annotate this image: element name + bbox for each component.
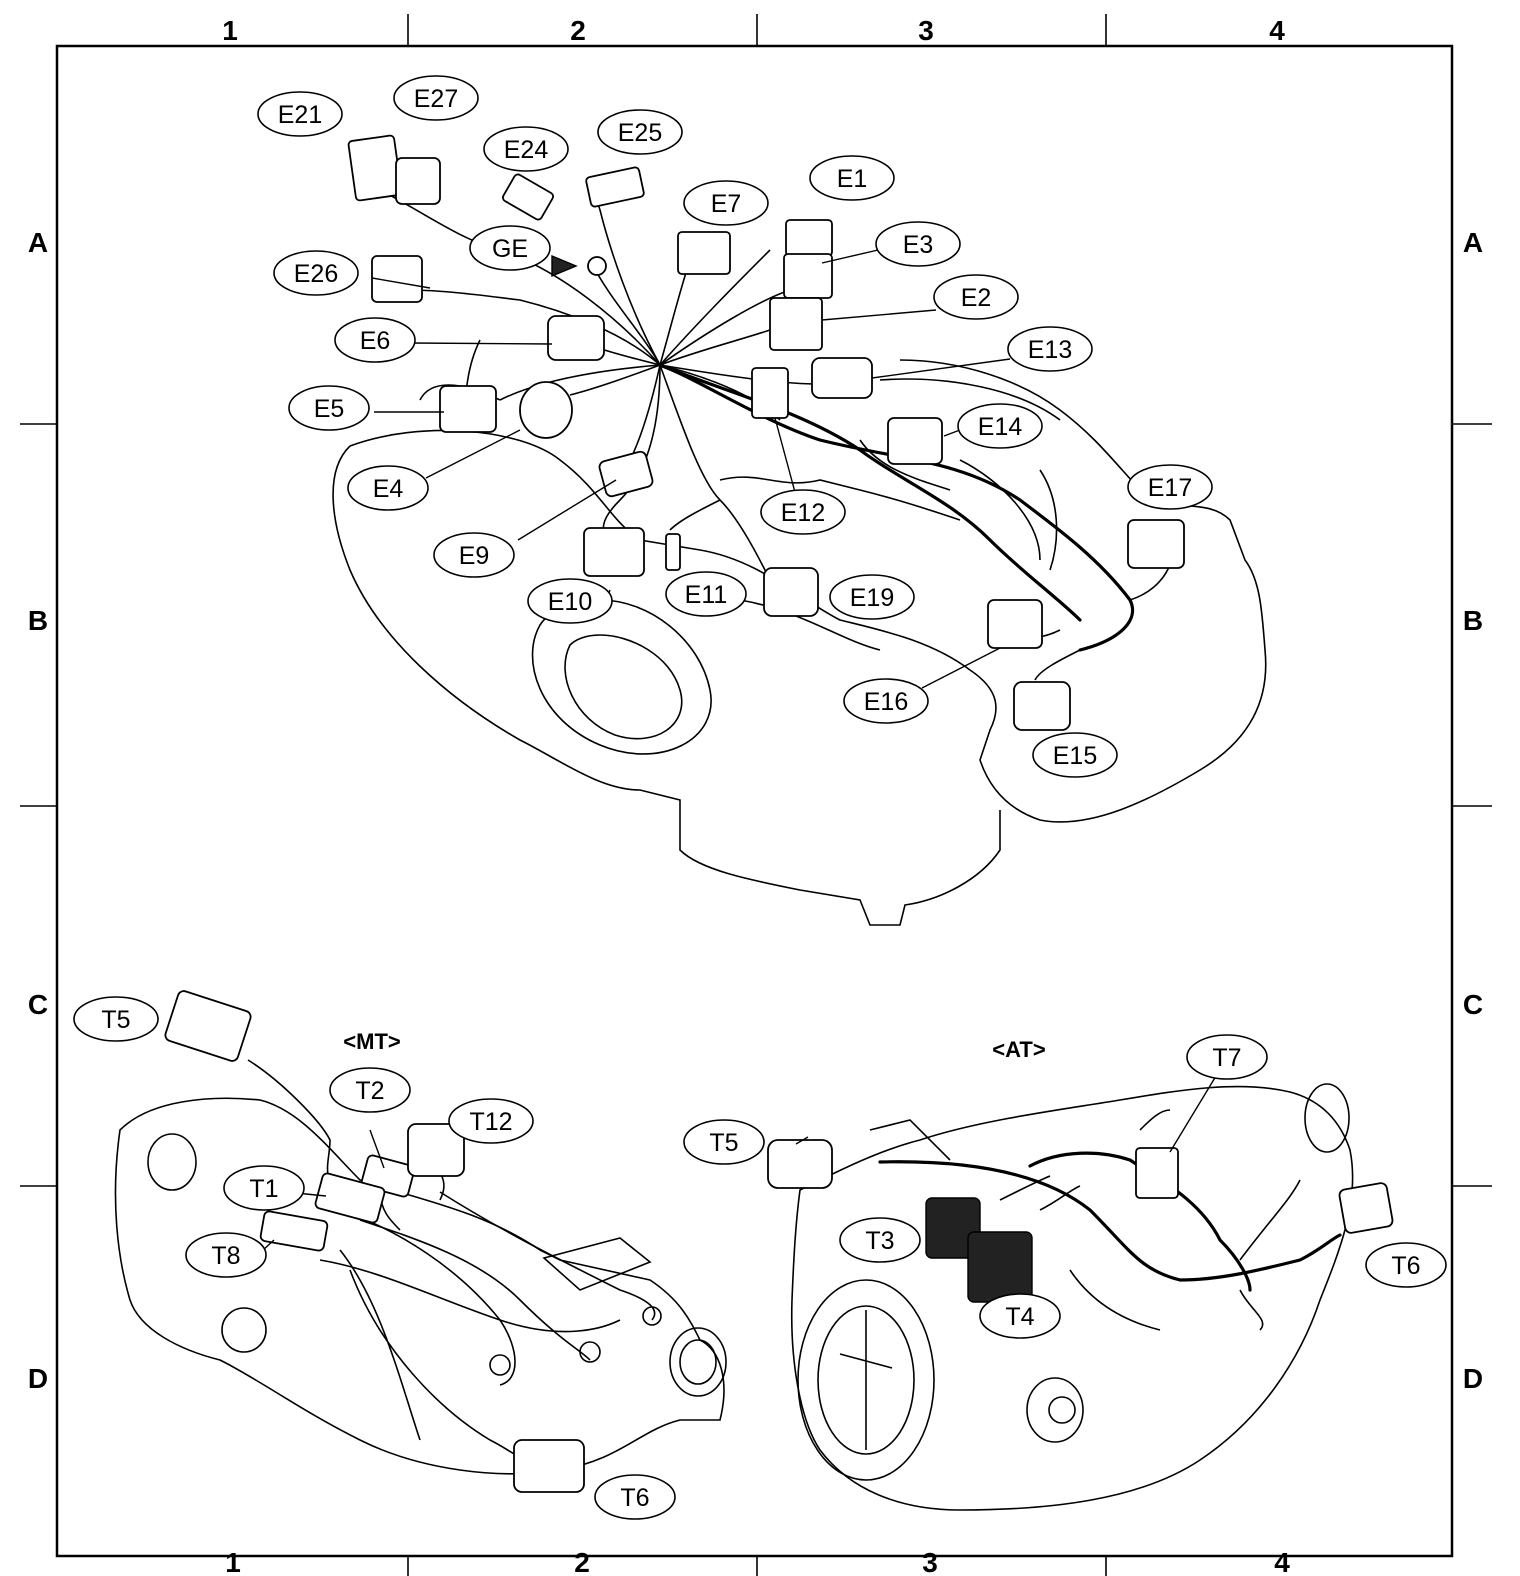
callout-e24: E24	[483, 126, 569, 172]
callout-at-t7: T7	[1186, 1034, 1268, 1080]
svg-text:T4: T4	[1005, 1303, 1034, 1331]
svg-text:E10: E10	[548, 588, 592, 616]
grid-col-label-bottom-1: 1	[225, 1547, 241, 1576]
at-connector-bodies	[767, 1139, 1394, 1303]
callout-e10: E10	[527, 578, 613, 624]
grid-row-label-left-d: D	[28, 1363, 48, 1394]
grid-col-label-top-4: 4	[1269, 15, 1285, 46]
callout-mt-t6: T6	[594, 1474, 676, 1520]
grid-col-label-top-3: 3	[918, 15, 934, 46]
svg-text:E19: E19	[850, 584, 894, 612]
callout-at-t5: T5	[683, 1119, 765, 1165]
svg-text:E25: E25	[618, 119, 662, 147]
callout-at-t6: T6	[1365, 1242, 1447, 1288]
svg-text:E1: E1	[837, 165, 868, 193]
svg-text:T12: T12	[469, 1108, 512, 1136]
callout-mt-t1: T1	[223, 1165, 305, 1211]
mt-harness	[247, 1059, 656, 1461]
callout-e21: E21	[257, 91, 343, 137]
callout-mt-t5: T5	[73, 996, 159, 1042]
grid-row-label-right-a: A	[1463, 227, 1483, 258]
svg-text:E14: E14	[978, 413, 1023, 441]
svg-text:E26: E26	[294, 260, 338, 288]
grid-row-label-right-c: C	[1463, 989, 1483, 1020]
grid-col-label-top-2: 2	[570, 15, 586, 46]
grid-row-label-left-a: A	[28, 227, 48, 258]
grid-row-label-right-d: D	[1463, 1363, 1483, 1394]
svg-text:T6: T6	[1391, 1252, 1420, 1280]
at-leaders	[795, 1075, 1217, 1153]
callout-e19: E19	[829, 574, 915, 620]
callout-mt-t12: T12	[448, 1098, 534, 1144]
callout-e2: E2	[933, 274, 1019, 320]
svg-text:E2: E2	[961, 284, 992, 312]
grid-col-label-bottom-4: 4	[1274, 1547, 1290, 1576]
callout-e17: E17	[1127, 464, 1213, 510]
svg-text:E27: E27	[414, 85, 458, 113]
at-section-label: <AT>	[992, 1037, 1045, 1062]
callout-e12: E12	[760, 489, 846, 535]
svg-text:T6: T6	[620, 1484, 649, 1512]
grid-row-label-left-c: C	[28, 989, 48, 1020]
mt-section-label: <MT>	[343, 1029, 400, 1054]
callout-ge: GE	[469, 225, 551, 271]
callout-e27: E27	[393, 75, 479, 121]
svg-text:T5: T5	[101, 1006, 130, 1034]
callout-e7: E7	[683, 180, 769, 226]
svg-text:GE: GE	[492, 235, 528, 263]
callout-e11: E11	[665, 571, 747, 617]
callout-e9: E9	[433, 532, 515, 578]
callout-e15: E15	[1032, 732, 1118, 778]
callout-e14: E14	[957, 403, 1043, 449]
svg-text:E7: E7	[711, 190, 742, 218]
mt-connector-bodies	[164, 990, 585, 1493]
svg-text:T5: T5	[709, 1129, 738, 1157]
callout-at-t4: T4	[979, 1293, 1061, 1339]
svg-text:E4: E4	[373, 475, 404, 503]
callout-at-t3: T3	[839, 1217, 921, 1263]
callout-mt-t8: T8	[185, 1232, 267, 1278]
callout-e6: E6	[334, 317, 416, 363]
svg-text:E13: E13	[1028, 336, 1072, 364]
at-transmission-outline	[790, 1083, 1354, 1511]
grid-col-label-top-1: 1	[222, 15, 238, 46]
svg-text:T3: T3	[865, 1227, 894, 1255]
grid-col-label-bottom-2: 2	[574, 1547, 590, 1576]
engine-connector-bodies	[347, 134, 1185, 731]
svg-text:T7: T7	[1212, 1044, 1241, 1072]
callout-e4: E4	[347, 465, 429, 511]
callout-e16: E16	[843, 678, 929, 724]
svg-text:E24: E24	[504, 136, 549, 164]
callout-mt-t2: T2	[329, 1067, 411, 1113]
svg-text:T8: T8	[211, 1242, 240, 1270]
svg-text:E12: E12	[781, 499, 825, 527]
svg-text:E6: E6	[360, 327, 391, 355]
grid-frame	[20, 14, 1492, 1576]
callout-e26: E26	[273, 250, 359, 296]
grid-row-label-left-b: B	[28, 605, 48, 636]
svg-text:E3: E3	[903, 231, 934, 259]
svg-text:E17: E17	[1148, 474, 1192, 502]
svg-text:E9: E9	[459, 542, 490, 570]
svg-text:E16: E16	[864, 688, 908, 716]
grid-col-label-bottom-3: 3	[922, 1547, 938, 1576]
svg-text:T1: T1	[249, 1175, 278, 1203]
svg-text:E15: E15	[1053, 742, 1097, 770]
grid-row-label-right-b: B	[1463, 605, 1483, 636]
callout-e3: E3	[875, 221, 961, 267]
engine-leaders	[371, 249, 1011, 689]
svg-text:E5: E5	[314, 395, 345, 423]
svg-text:E11: E11	[685, 581, 728, 609]
svg-text:T2: T2	[355, 1077, 384, 1105]
callout-e1: E1	[809, 155, 895, 201]
callout-e25: E25	[597, 109, 683, 155]
callout-e5: E5	[288, 385, 370, 431]
mt-transmission-outline	[114, 1097, 727, 1475]
svg-text:E21: E21	[278, 101, 322, 129]
callout-e13: E13	[1007, 326, 1093, 372]
